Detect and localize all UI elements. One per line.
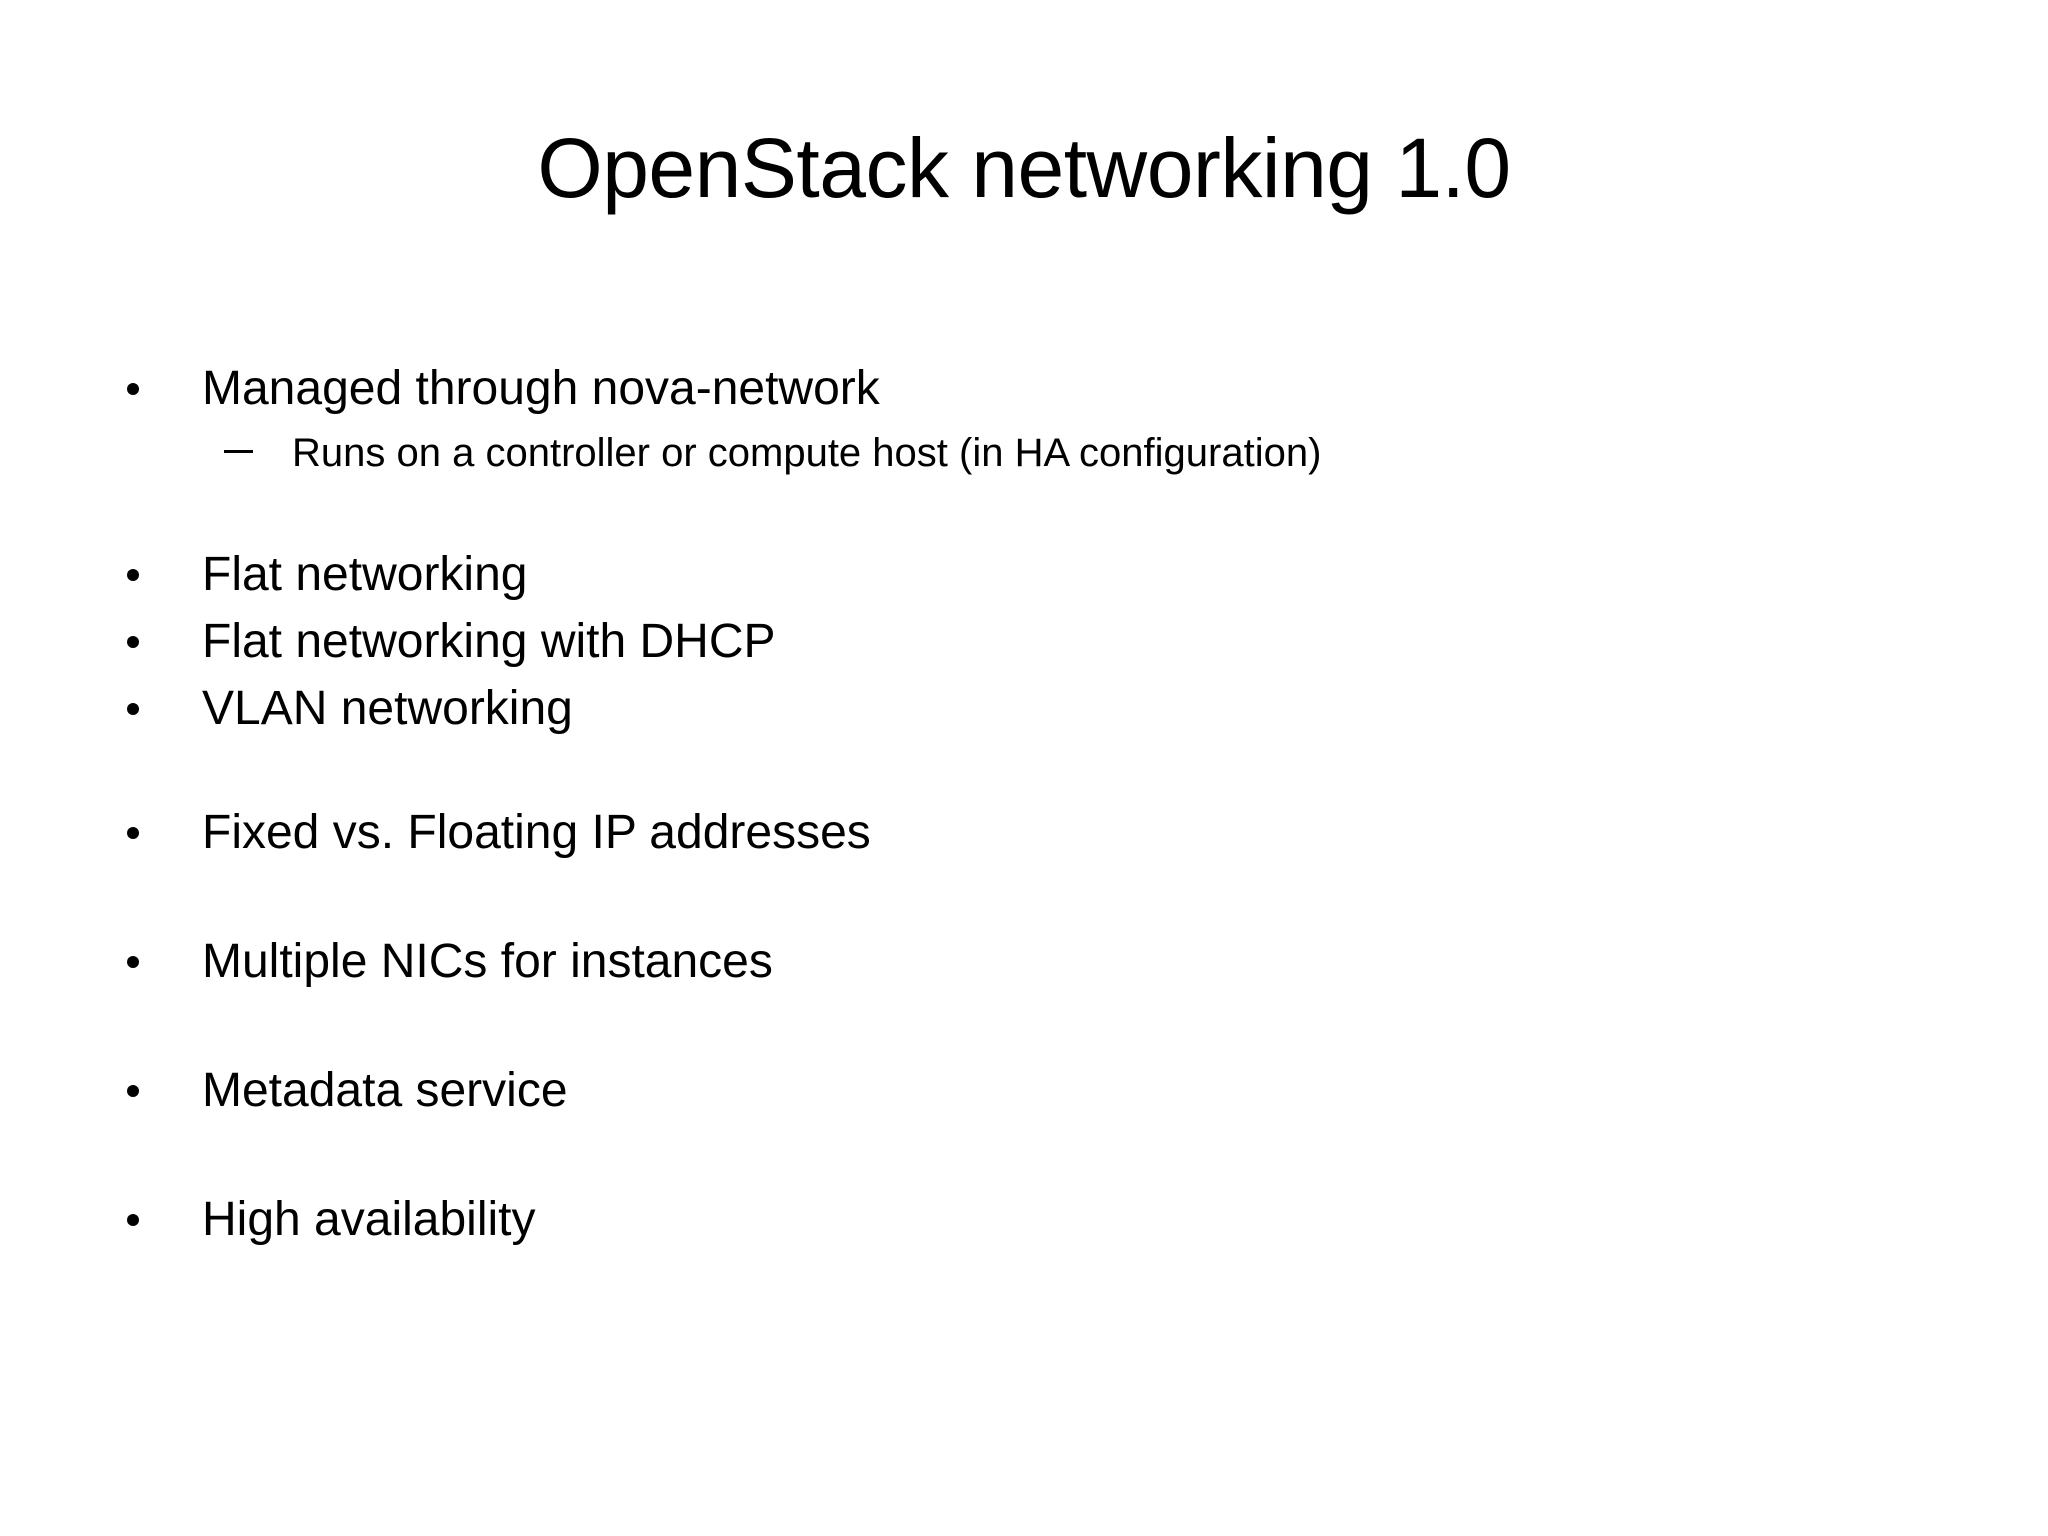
slide-body-bullet-list: Managed through nova-network Runs on a c… [0,355,2048,1253]
bullet-item-managed-through-nova-network: Managed through nova-network [0,355,2048,422]
bullet-text: Fixed vs. Floating IP addresses [202,806,871,859]
bullet-item-flat-networking-with-dhcp: Flat networking with DHCP [0,608,2048,675]
sub-bullet-item-runs-on-controller-or-compute-host: Runs on a controller or compute host (in… [0,422,2048,484]
bullet-item-high-availability: High availability [0,1186,2048,1253]
bullet-group-spacer [0,742,2048,799]
bullet-group-spacer [0,866,2048,928]
bullet-text: Flat networking [202,548,528,601]
bullet-item-multiple-nics-for-instances: Multiple NICs for instances [0,928,2048,995]
bullet-item-flat-networking: Flat networking [0,541,2048,608]
bullet-group-spacer [0,995,2048,1057]
bullet-dash-icon [224,422,253,484]
bullet-group-spacer [0,484,2048,541]
bullet-dot-icon [127,1186,157,1253]
bullet-text: Metadata service [202,1064,568,1117]
bullet-item-vlan-networking: VLAN networking [0,675,2048,742]
bullet-text: Multiple NICs for instances [202,935,773,988]
bullet-text: Flat networking with DHCP [202,615,776,668]
bullet-text: VLAN networking [202,682,573,735]
bullet-text: Managed through nova-network [202,362,880,415]
sub-bullet-text: Runs on a controller or compute host (in… [292,431,1322,475]
bullet-item-metadata-service: Metadata service [0,1057,2048,1124]
bullet-dot-icon [127,608,157,675]
bullet-item-fixed-vs-floating-ip-addresses: Fixed vs. Floating IP addresses [0,799,2048,866]
bullet-dot-icon [127,541,157,608]
bullet-text: High availability [202,1193,536,1246]
bullet-dot-icon [127,355,157,422]
bullet-dot-icon [127,1057,157,1124]
bullet-dot-icon [127,675,157,742]
slide-title: OpenStack networking 1.0 [537,121,1511,215]
bullet-dot-icon [127,799,157,866]
bullet-group-spacer [0,1124,2048,1186]
bullet-dot-icon [127,928,157,995]
